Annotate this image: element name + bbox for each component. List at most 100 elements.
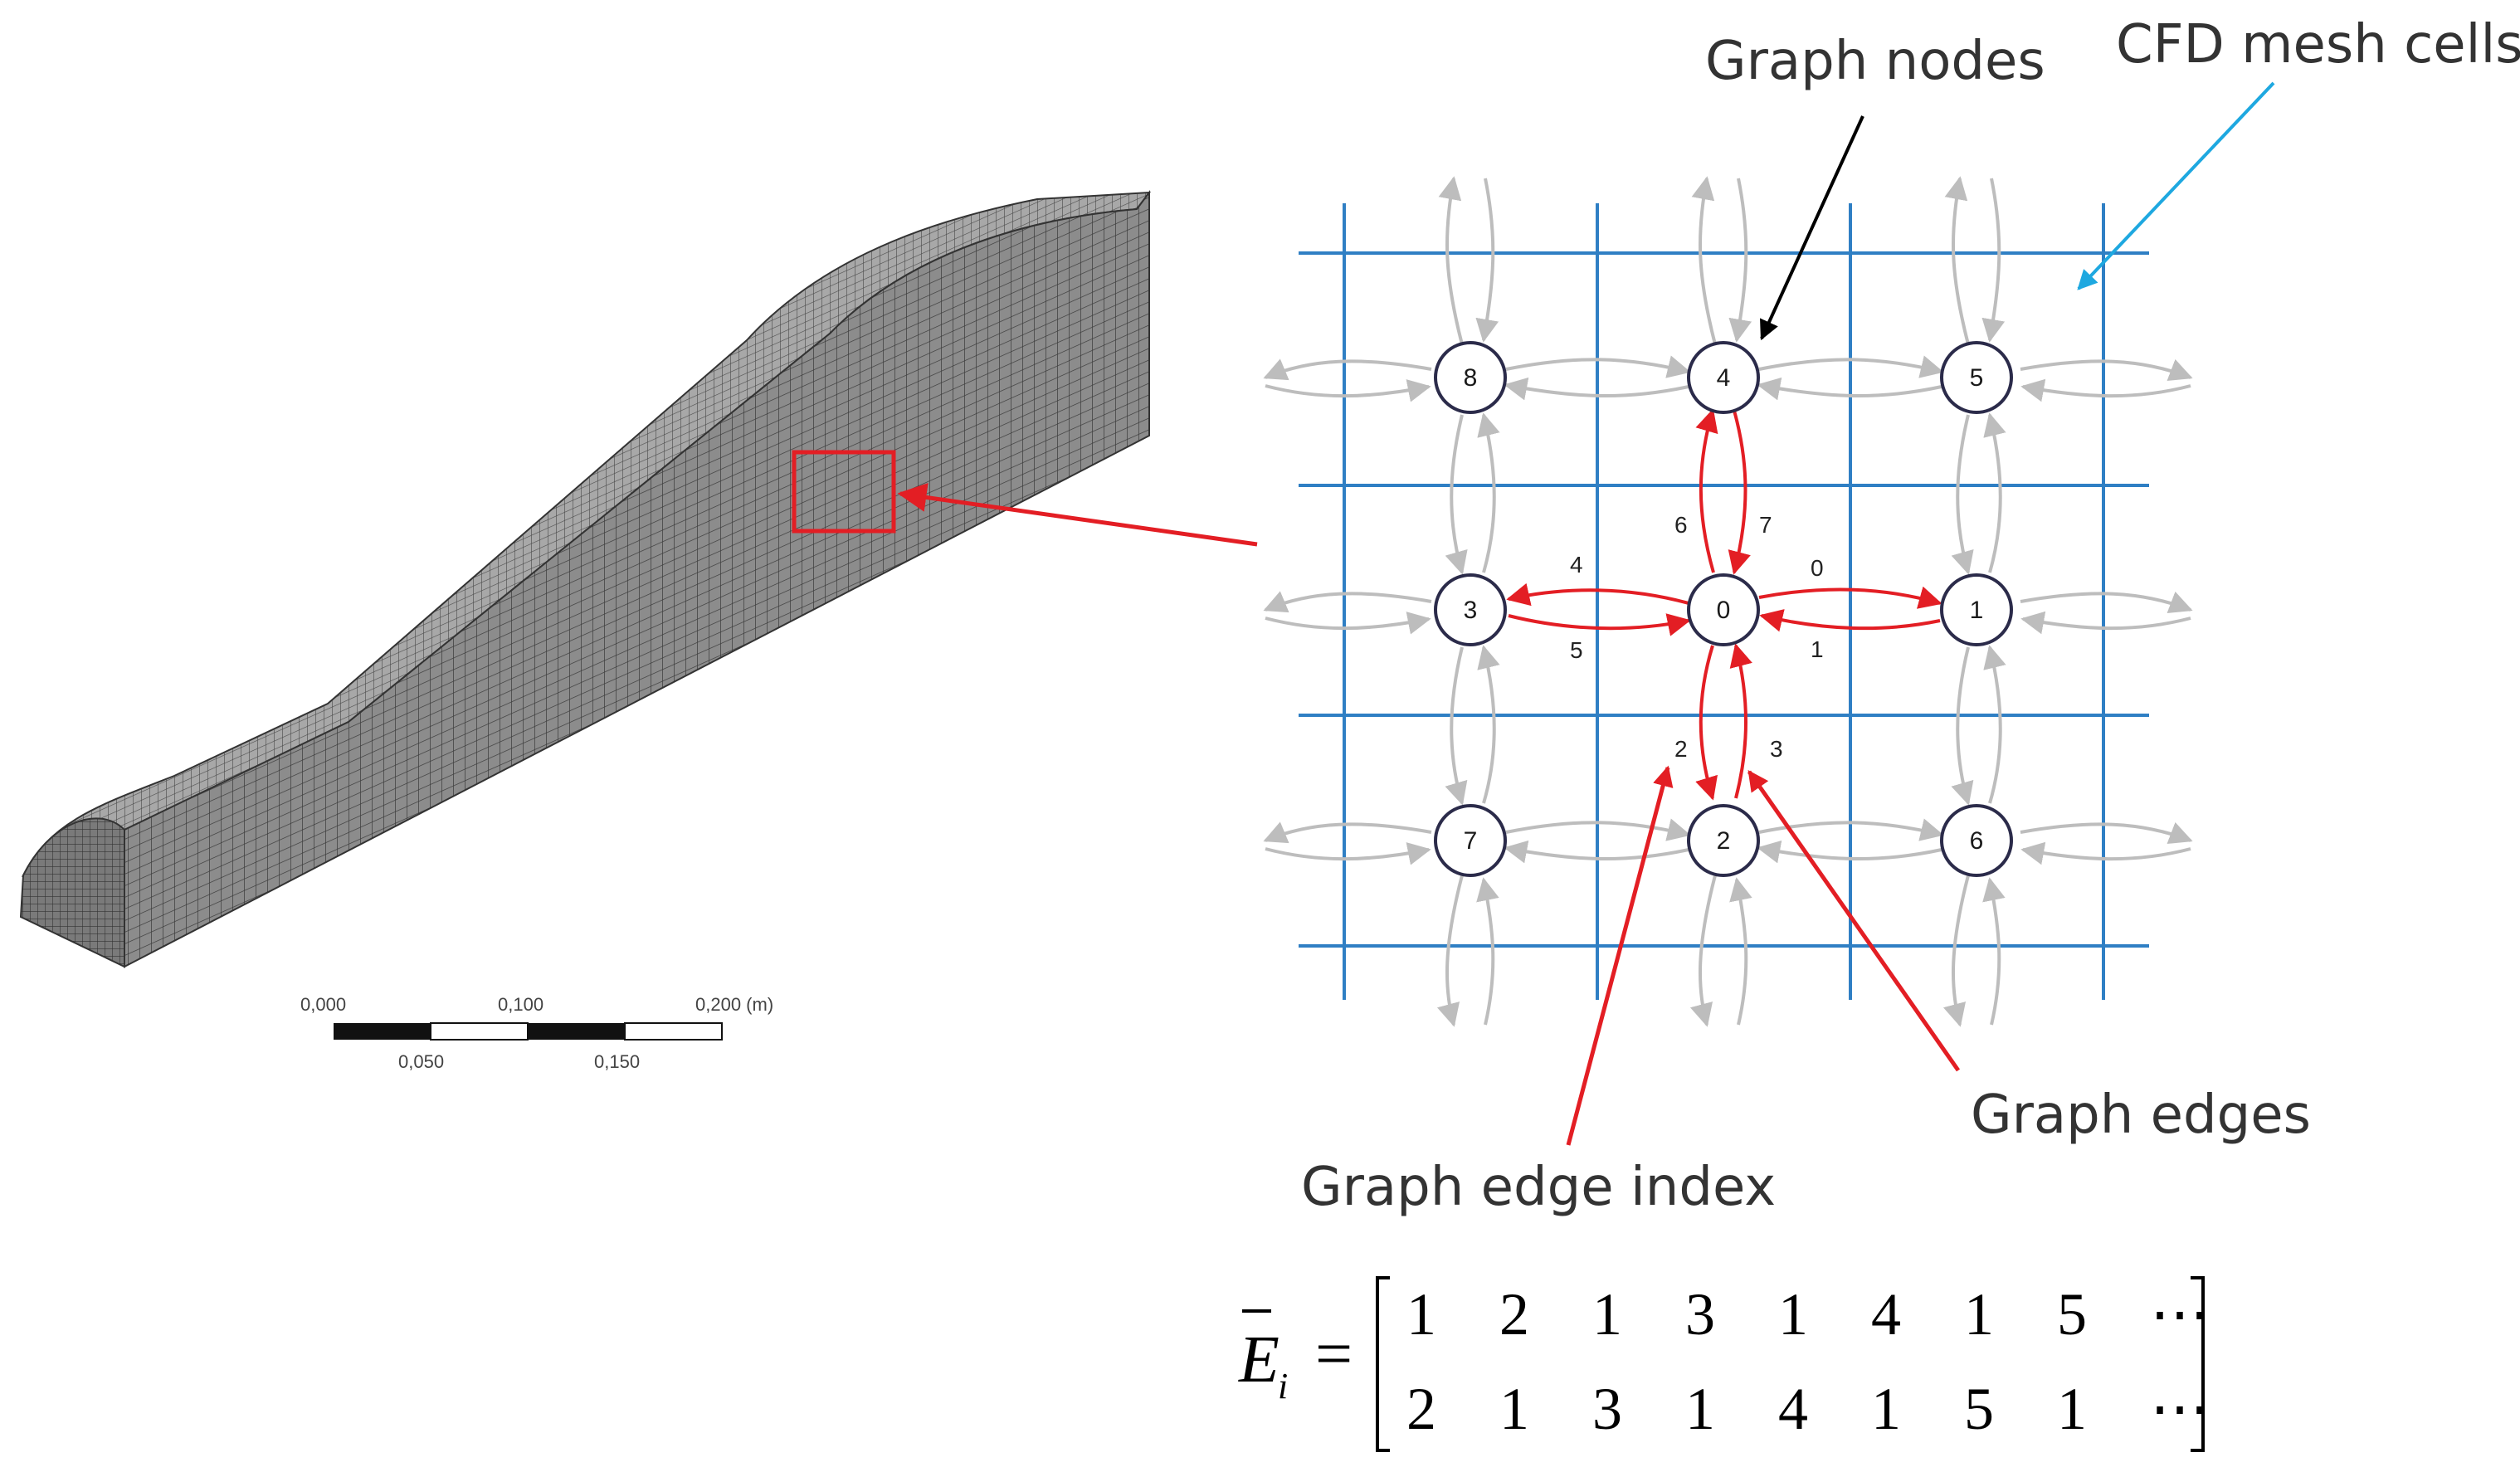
matrix-cell-row1: ⋯ (2150, 1281, 2210, 1348)
edge-index-labels: 0 1 2 3 4 5 6 7 (1570, 512, 1824, 762)
gray-edge (2020, 821, 2193, 845)
gray-edge (1265, 612, 1431, 635)
node-circle (1687, 573, 1760, 646)
matrix-cell-row1: 3 (1685, 1281, 1715, 1348)
node-label: 1 (1970, 597, 1984, 624)
gray-edge (1728, 178, 1752, 343)
graph-node-1: 1 (1940, 573, 2013, 646)
graph-node-0: 0 (1687, 573, 1760, 646)
node-circle (1940, 573, 2013, 646)
gray-edge (1689, 875, 1717, 1027)
scale-tick-150: 0,150 (594, 1051, 640, 1072)
edge-1-to-0 (1759, 609, 1941, 632)
matrix-cell-row1: 1 (1964, 1281, 1994, 1348)
edge-2-to-0 (1729, 643, 1752, 799)
mesh-end-face (19, 817, 125, 968)
gray-edge (1476, 877, 1499, 1026)
gray-edge (2020, 378, 2191, 402)
cfd-mesh-grid (1299, 203, 2149, 1000)
gray-edge (1263, 821, 1432, 844)
gray-edge (1983, 645, 2006, 804)
graph-node-4: 4 (1687, 341, 1760, 414)
graph-node-7: 7 (1434, 804, 1507, 877)
zoom-arrow (897, 483, 1258, 547)
scale-tick-050: 0,050 (398, 1051, 444, 1072)
matrix-cell-row2: 4 (1778, 1376, 1808, 1442)
matrix-cell-row2: ⋯ (2150, 1376, 2210, 1442)
graph-node-5: 5 (1940, 341, 2013, 414)
right-bracket (2191, 1276, 2205, 1452)
matrix-cell-row1: 2 (1499, 1281, 1529, 1348)
matrix-cell-row1: 5 (2057, 1281, 2087, 1348)
gray-edge (1475, 178, 1499, 343)
edge-index-2: 2 (1674, 736, 1688, 762)
edge-4-to-0 (1728, 410, 1751, 575)
edge-index-4: 4 (1570, 552, 1583, 578)
scale-tick-100: 0,100 (498, 994, 543, 1015)
left-bracket (1376, 1276, 1390, 1452)
gray-edge (1265, 842, 1431, 865)
gray-edge (2020, 841, 2191, 865)
zoom-box (792, 450, 896, 534)
graph-node-8: 8 (1434, 341, 1507, 414)
gray-edge (1942, 875, 1970, 1027)
gray-edge (1477, 412, 1500, 573)
formula-symbol: E (1238, 1323, 1279, 1396)
edge-index-3: 3 (1770, 736, 1783, 762)
graph-nodes: 8 4 5 3 0 1 7 2 6 (1434, 341, 2013, 877)
edge-index-6: 6 (1674, 512, 1688, 538)
edge-0-to-3 (1506, 582, 1689, 607)
gray-edge (2020, 611, 2191, 635)
formula-equals: = (1315, 1318, 1353, 1391)
matrix-cell-row1: 1 (1592, 1281, 1622, 1348)
neighbor-edges (1263, 176, 2193, 1027)
matrix-cell-row2: 2 (1406, 1376, 1436, 1442)
matrix-cell-row2: 1 (1499, 1376, 1529, 1442)
node-circle (1434, 804, 1507, 877)
gray-edge (1445, 646, 1468, 806)
cfd-mesh-cells-label: CFD mesh cells (2116, 14, 2520, 76)
gray-edge (1757, 377, 1942, 401)
highlighted-edges (1506, 408, 1942, 801)
gray-edge (2020, 591, 2193, 614)
gray-edge (1505, 355, 1691, 378)
callouts: Graph nodes CFD mesh cells Graph edges G… (1301, 14, 2520, 1218)
matrix-cell-row1: 1 (1778, 1281, 1808, 1348)
cfd-mesh-arrow (2077, 81, 2275, 290)
edge-index-0: 0 (1811, 555, 1824, 581)
node-circle (1687, 804, 1760, 877)
cfd-mesh-geometry (19, 190, 1258, 968)
node-label: 5 (1970, 364, 1984, 392)
scale-tick-0: 0,000 (300, 994, 346, 1015)
scale-bar: 0,000 0,100 0,200 (m) 0,050 0,150 (300, 994, 773, 1072)
matrix-cell-row2: 1 (2057, 1376, 2087, 1442)
node-circle (1940, 804, 2013, 877)
node-label: 7 (1464, 827, 1478, 855)
node-circle (1434, 573, 1507, 646)
node-label: 6 (1970, 827, 1984, 855)
edge-index-1: 1 (1811, 636, 1824, 662)
edge-0-to-2 (1695, 645, 1718, 801)
edge-3-to-0 (1508, 613, 1691, 636)
graph-nodes-label: Graph nodes (1705, 31, 2045, 92)
gray-edge (1438, 176, 1464, 345)
edge-0-to-4 (1695, 408, 1718, 573)
node-circle (1687, 341, 1760, 414)
node-label: 4 (1717, 364, 1731, 392)
node-circle (1940, 341, 2013, 414)
mesh-side-surface (124, 190, 1150, 968)
node-circle (1434, 341, 1507, 414)
node-label: 2 (1717, 827, 1731, 855)
matrix-cell-row2: 3 (1592, 1376, 1622, 1442)
scale-seg-4 (624, 1022, 723, 1041)
graph-nodes-arrow (1760, 115, 1864, 341)
gray-edge (1477, 645, 1500, 804)
gray-edge (1505, 818, 1691, 841)
matrix-cell-row1: 4 (1871, 1281, 1901, 1348)
gray-edge (1729, 877, 1752, 1026)
gray-edge (1757, 840, 1942, 864)
gray-edge (1951, 414, 1974, 575)
gray-edge (1944, 176, 1970, 345)
